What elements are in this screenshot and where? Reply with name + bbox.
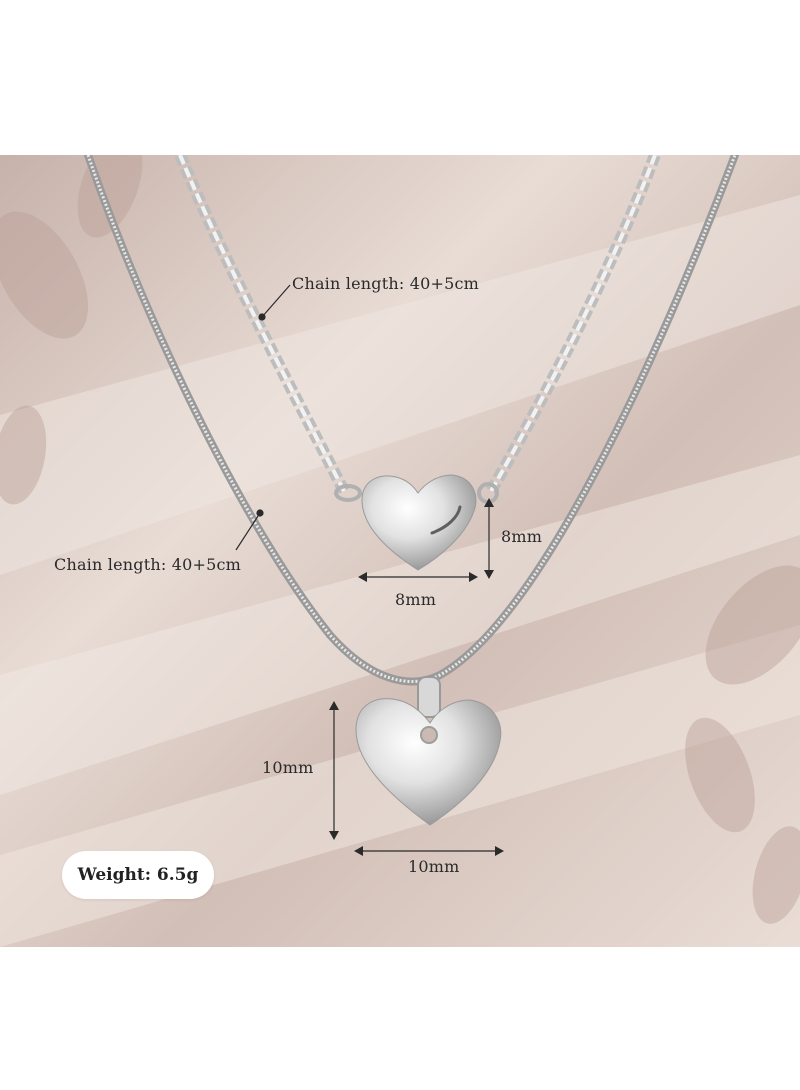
large-heart-pendant bbox=[355, 698, 502, 826]
weight-badge: Weight: 6.5g bbox=[62, 851, 214, 899]
chain-top-pointer bbox=[261, 284, 291, 318]
large-heart-height-label: 10mm bbox=[262, 758, 314, 777]
weight-badge-text: Weight: 6.5g bbox=[77, 865, 199, 885]
small-heart-reflection bbox=[430, 505, 462, 535]
light-band bbox=[0, 455, 800, 795]
chain-top-dot bbox=[258, 313, 266, 321]
large-heart-loop bbox=[420, 726, 438, 744]
large-heart-bail bbox=[417, 676, 441, 718]
small-heart-pendant bbox=[361, 474, 477, 571]
small-heart-ring-left bbox=[334, 484, 362, 502]
snake-chain-texture bbox=[86, 155, 737, 683]
link-chain-left-shine bbox=[178, 155, 347, 494]
leaf-shadows bbox=[0, 155, 800, 924]
large-heart-width-label: 10mm bbox=[408, 857, 460, 876]
measurement-lines bbox=[235, 284, 504, 856]
chain-bottom-dot bbox=[256, 509, 264, 517]
chain-length-bottom-label: Chain length: 40+5cm bbox=[54, 555, 242, 574]
chain-bottom-pointer bbox=[235, 512, 261, 551]
small-heart-height-label: 8mm bbox=[501, 527, 543, 546]
product-photo bbox=[0, 155, 800, 947]
small-heart-width-label: 8mm bbox=[395, 590, 437, 609]
chain-length-top-label: Chain length: 40+5cm bbox=[292, 274, 480, 293]
link-chain-right-shine bbox=[488, 155, 657, 494]
